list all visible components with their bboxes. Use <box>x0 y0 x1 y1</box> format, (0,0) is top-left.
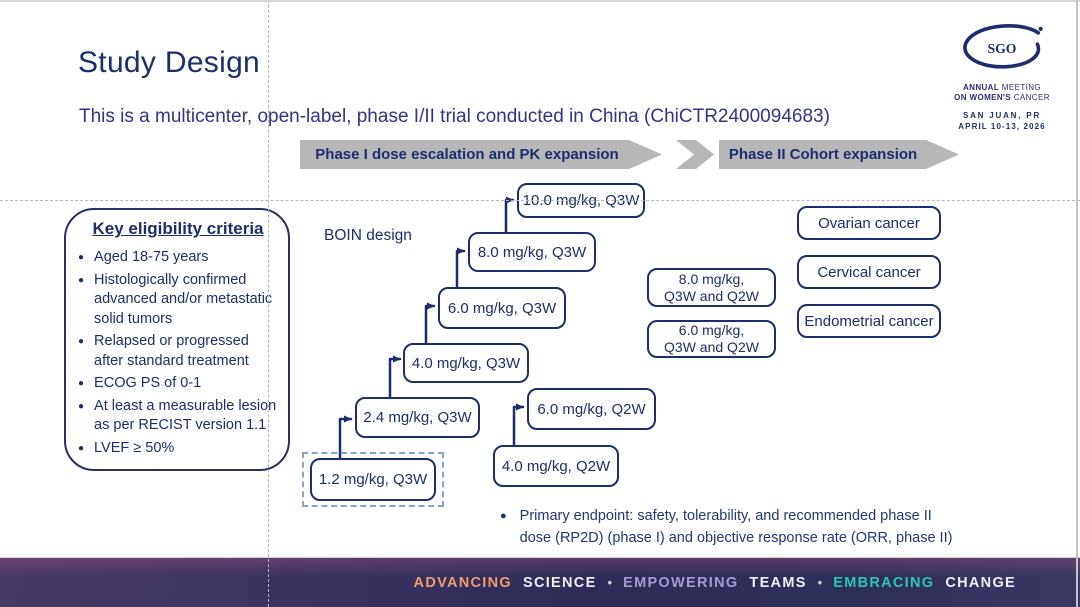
eligibility-item-text: LVEF ≥ 50% <box>94 439 175 456</box>
sgo-acronym: SGO <box>988 41 1017 56</box>
eligibility-item-text: Aged 18-75 years <box>94 249 209 265</box>
bullet-icon: ● <box>78 378 85 389</box>
horizontal-guide-line <box>0 200 1080 201</box>
cohort-box-endometrial: Endometrial cancer <box>797 304 941 338</box>
sgo-logo: SGO ANNUAL MEETING ON WOMEN'S CANCER SAN… <box>942 20 1062 131</box>
phase2-banner-label: Phase II Cohort expansion <box>728 146 918 163</box>
phase2-arrow-banner <box>719 140 959 169</box>
primary-endpoint-text: Primary endpoint: safety, tolerability, … <box>519 508 953 546</box>
eligibility-item-text: Relapsed or progressed after standard tr… <box>94 333 249 369</box>
dose-box-4-0-q2w: 4.0 mg/kg, Q2W <box>493 445 619 487</box>
bullet-icon: ● <box>78 274 85 286</box>
dose-box-1-2-q3w: 1.2 mg/kg, Q3W <box>310 458 436 501</box>
list-item: ● LVEF ≥ 50% <box>78 439 280 459</box>
logo-location: SAN JUAN, PR <box>962 111 1042 120</box>
bullet-icon: ● <box>78 252 85 263</box>
dot-separator-icon: • <box>607 575 613 590</box>
chevron-icon <box>676 140 714 169</box>
list-item: ● Aged 18-75 years <box>78 248 280 268</box>
cohort-box-ovarian: Ovarian cancer <box>797 206 941 240</box>
slide-top-edge <box>0 0 1080 2</box>
list-item: ● At least a measurable lesion as per RE… <box>78 397 280 436</box>
list-item: ● Histologically confirmed advanced and/… <box>78 271 280 330</box>
phase1-banner-label: Phase I dose escalation and PK expansion <box>315 146 619 163</box>
footer-word-advancing: ADVANCING <box>413 574 512 591</box>
subtitle: This is a multicenter, open-label, phase… <box>79 106 830 127</box>
list-item: ● Relapsed or progressed after standard … <box>78 332 280 371</box>
arrow-4-0q2w-to-6-0q2w <box>512 403 525 449</box>
dose-box-6-0-q2w: 6.0 mg/kg, Q2W <box>527 388 656 430</box>
footer-word-empowering: EMPOWERING <box>623 574 739 591</box>
pk-expansion-box-6-0: 6.0 mg/kg, Q3W and Q2W <box>647 320 776 358</box>
footer-word-change: CHANGE <box>945 574 1016 591</box>
bullet-icon: ● <box>78 336 85 347</box>
eligibility-item-text: At least a measurable lesion as per RECI… <box>94 397 277 434</box>
arrow-2-4-to-4-0 <box>388 355 402 401</box>
arrow-4-0-to-6-0 <box>424 302 436 347</box>
footer-wordmark: ADVANCING SCIENCE • EMPOWERING TEAMS • E… <box>0 558 1080 607</box>
arrow-8-0-to-10-0 <box>504 196 515 236</box>
logo-meeting-line2: ON WOMEN'S CANCER <box>954 93 1050 102</box>
dot-separator-icon: • <box>817 575 823 590</box>
footer-word-teams: TEAMS <box>749 574 807 591</box>
eligibility-item-text: ECOG PS of 0-1 <box>94 375 202 391</box>
starting-dose-highlight: 1.2 mg/kg, Q3W <box>302 452 444 507</box>
sgo-orbit-icon: SGO <box>963 23 1043 69</box>
cohort-box-cervical: Cervical cancer <box>797 255 941 289</box>
dose-box-8-0-q3w: 8.0 mg/kg, Q3W <box>468 232 596 272</box>
dose-box-2-4-q3w: 2.4 mg/kg, Q3W <box>355 397 480 438</box>
arrow-1-2-to-2-4 <box>338 415 353 461</box>
bullet-icon: ● <box>500 510 507 522</box>
primary-endpoint: ● Primary endpoint: safety, tolerability… <box>500 505 952 549</box>
eligibility-title: Key eligibility criteria <box>92 219 264 238</box>
page-title: Study Design <box>78 46 261 79</box>
boin-design-label: BOIN design <box>324 227 412 244</box>
bullet-icon: ● <box>78 400 85 412</box>
list-item: ● ECOG PS of 0-1 <box>78 374 280 394</box>
logo-meeting-line1: ANNUAL MEETING <box>962 83 1042 92</box>
slide-right-edge <box>1076 0 1078 607</box>
vertical-guide-line <box>268 0 269 607</box>
footer-word-science: SCIENCE <box>522 574 597 591</box>
phase1-arrow-banner <box>300 140 662 169</box>
eligibility-item-text: Histologically confirmed advanced and/or… <box>94 271 273 327</box>
dose-box-4-0-q3w: 4.0 mg/kg, Q3W <box>403 343 529 383</box>
dose-box-6-0-q3w: 6.0 mg/kg, Q3W <box>438 287 566 329</box>
footer-banner: ADVANCING SCIENCE • EMPOWERING TEAMS • E… <box>0 557 1080 607</box>
eligibility-box: Key eligibility criteria ● Aged 18-75 ye… <box>64 208 290 471</box>
eligibility-list: ● Aged 18-75 years ● Histologically conf… <box>78 248 280 458</box>
logo-dates: APRIL 10-13, 2026 <box>958 122 1046 131</box>
arrow-6-0-to-8-0 <box>455 247 466 291</box>
footer-word-embracing: EMBRACING <box>833 574 935 591</box>
bullet-icon: ● <box>78 442 85 454</box>
pk-expansion-box-8-0: 8.0 mg/kg, Q3W and Q2W <box>647 268 776 307</box>
